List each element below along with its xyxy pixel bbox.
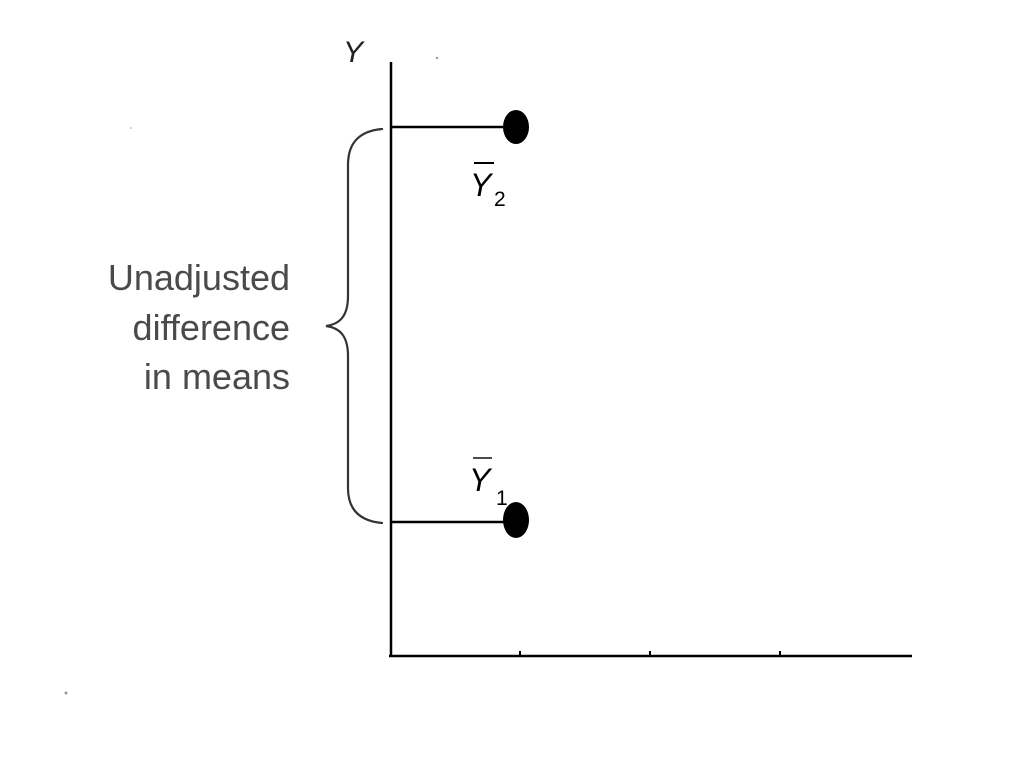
brace-label-line: Unadjusted: [108, 257, 290, 298]
speck: [64, 691, 68, 695]
mean-1-symbol: Y: [469, 462, 493, 498]
brace-label-line: difference: [133, 307, 290, 348]
speck: [435, 56, 439, 60]
mean-1-label: Y 1: [469, 457, 508, 510]
mean-2-label: Y 2: [470, 162, 506, 211]
mean-1-subscript: 1: [496, 487, 508, 510]
brace-label: Unadjusted difference in means: [108, 257, 290, 397]
brace-label-line: in means: [144, 356, 290, 397]
x-axis-ticks: [519, 651, 781, 656]
scan-specks: [64, 56, 439, 695]
mean-2-point: [503, 110, 529, 144]
speck: [130, 127, 132, 129]
mean-1-point: [503, 502, 529, 538]
y-axis-label: Y: [343, 36, 365, 69]
mean-2-subscript: 2: [494, 188, 506, 211]
mean-2-symbol: Y: [470, 167, 494, 203]
curly-brace: [325, 127, 384, 525]
